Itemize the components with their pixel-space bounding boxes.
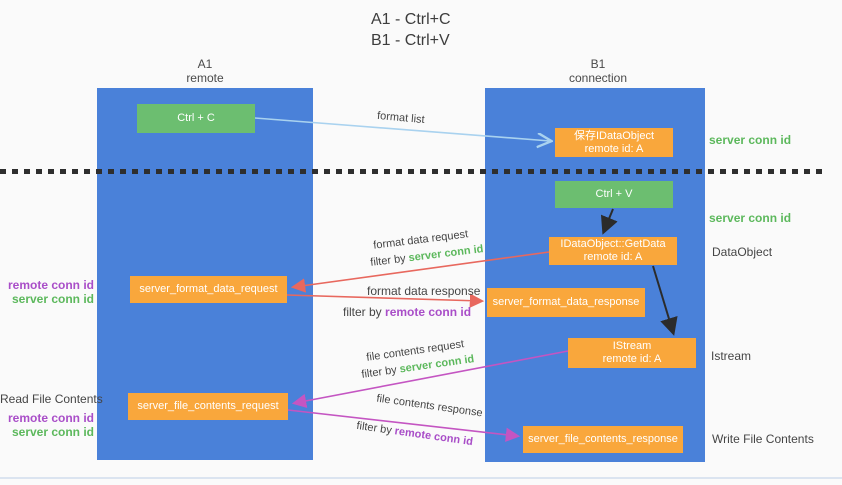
ctrl-v-box: Ctrl + V — [555, 181, 673, 208]
title-line-2: B1 - Ctrl+V — [371, 32, 450, 49]
getdata-line2: remote id: A — [583, 251, 643, 263]
lane-b-header: B1 connection — [538, 57, 658, 85]
lane-a-subtitle: remote — [186, 71, 224, 85]
istream-line1: IStream — [612, 340, 652, 352]
filter-by-text: filter by — [360, 364, 398, 381]
phase-separator-dotted-line — [0, 169, 825, 174]
server-conn-id-text: server conn id — [407, 243, 485, 265]
diagram-title: A1 - Ctrl+C B1 - Ctrl+V — [371, 9, 451, 51]
file-contents-response-label: file contents response — [375, 392, 484, 420]
dataobject-label: DataObject — [712, 245, 773, 259]
lane-a-header: A1 remote — [145, 57, 265, 85]
server-file-contents-request-box: server_file_contents_request — [128, 393, 288, 420]
lane-a-name: A1 — [197, 57, 213, 71]
server-format-data-request-label: server_format_data_request — [139, 283, 278, 295]
save-idataobject-line2: remote id: A — [584, 142, 644, 155]
ctrl-c-label: Ctrl + C — [177, 112, 215, 124]
istream-box: IStream remote id: A — [568, 338, 696, 368]
save-idataobject-line1: 保存IDataObject — [573, 129, 655, 142]
istream-line2: remote id: A — [602, 353, 662, 365]
window-bottom-edge — [0, 477, 842, 479]
server-file-contents-response-label: server_file_contents_response — [528, 433, 678, 445]
server-format-data-response-box: server_format_data_response — [487, 288, 645, 317]
save-idataobject-box: 保存IDataObject remote id: A — [555, 128, 673, 157]
left-remote-conn-id-label-bottom: remote conn id — [7, 411, 94, 425]
filter-by-text: filter by — [355, 419, 393, 437]
remote-conn-id-text: remote conn id — [393, 425, 474, 449]
filter-by-remote-conn-id-label-1: filter by remote conn id — [343, 305, 471, 319]
istream-side-label: Istream — [711, 349, 752, 363]
remote-conn-id-text: remote conn id — [385, 305, 472, 319]
read-file-contents-label: Read File Contents — [0, 392, 103, 406]
format-data-response-label: format data response — [367, 284, 481, 298]
filter-by-remote-conn-id-label-2: filter by remote conn id — [356, 420, 474, 448]
title-line-1: A1 - Ctrl+C — [371, 11, 451, 28]
server-format-data-response-label: server_format_data_response — [492, 296, 640, 308]
left-server-conn-id-label-top: server conn id — [11, 292, 94, 306]
getdata-line1: IDataObject::GetData — [560, 238, 666, 250]
left-remote-conn-id-label-top: remote conn id — [7, 278, 94, 292]
filter-by-text: filter by — [369, 252, 407, 269]
right-server-conn-id-label-top: server conn id — [709, 133, 792, 147]
left-server-conn-id-label-bottom: server conn id — [11, 425, 94, 439]
ctrl-v-label: Ctrl + V — [595, 188, 633, 200]
format-list-label: format list — [376, 109, 426, 127]
lane-b-name: B1 — [590, 57, 606, 71]
filter-by-text: filter by — [343, 305, 382, 319]
write-file-contents-label: Write File Contents — [712, 432, 814, 446]
ctrl-c-box: Ctrl + C — [137, 104, 255, 133]
server-file-contents-request-label: server_file_contents_request — [137, 400, 279, 412]
server-format-data-request-box: server_format_data_request — [130, 276, 287, 303]
lane-b-subtitle: connection — [568, 71, 628, 85]
server-file-contents-response-box: server_file_contents_response — [523, 426, 683, 453]
right-server-conn-id-label-mid: server conn id — [709, 211, 792, 225]
idataobject-getdata-box: IDataObject::GetData remote id: A — [549, 237, 677, 265]
